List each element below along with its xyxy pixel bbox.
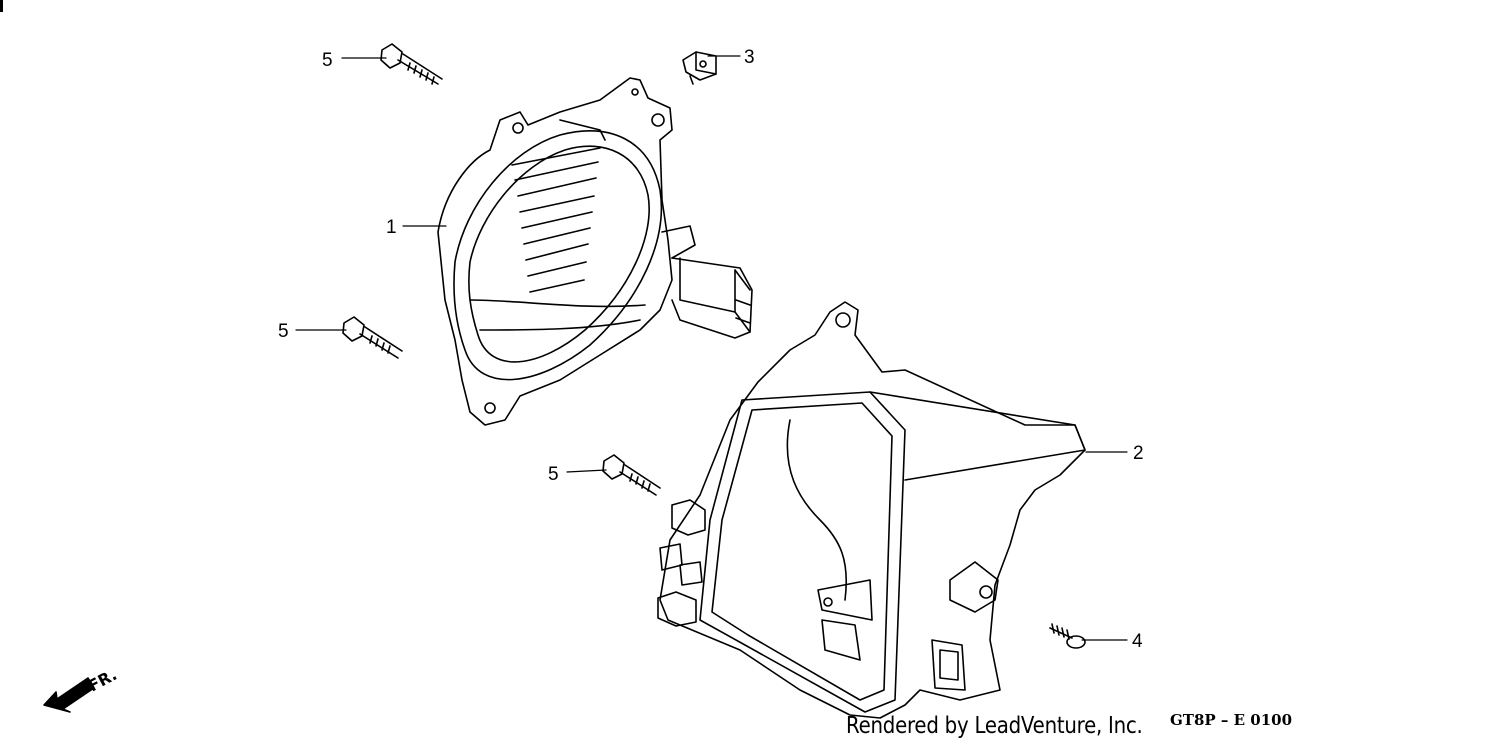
air-guide-part [657,301,1086,719]
callout-5-middle: 5 [278,321,289,342]
callout-3: 3 [744,47,755,68]
callout-5-upper: 5 [322,50,333,71]
render-credit: Rendered by LeadVenture, Inc. [846,713,1143,739]
flange-bolt-upper [380,43,443,85]
screw-part [1049,623,1086,649]
callout-5-lower: 5 [548,464,559,485]
flange-bolt-lower [602,454,661,496]
front-arrow-icon [43,677,95,713]
callout-1: 1 [386,217,397,238]
clip-nut-part [682,51,717,85]
leader-lines [295,55,1128,641]
fan-shroud-part [437,77,753,426]
corner-mark [0,0,3,12]
diagram-code: GT8P – E 0100 [1170,711,1293,729]
callout-2: 2 [1133,443,1144,464]
flange-bolt-middle [342,316,403,359]
callout-4: 4 [1132,631,1143,652]
